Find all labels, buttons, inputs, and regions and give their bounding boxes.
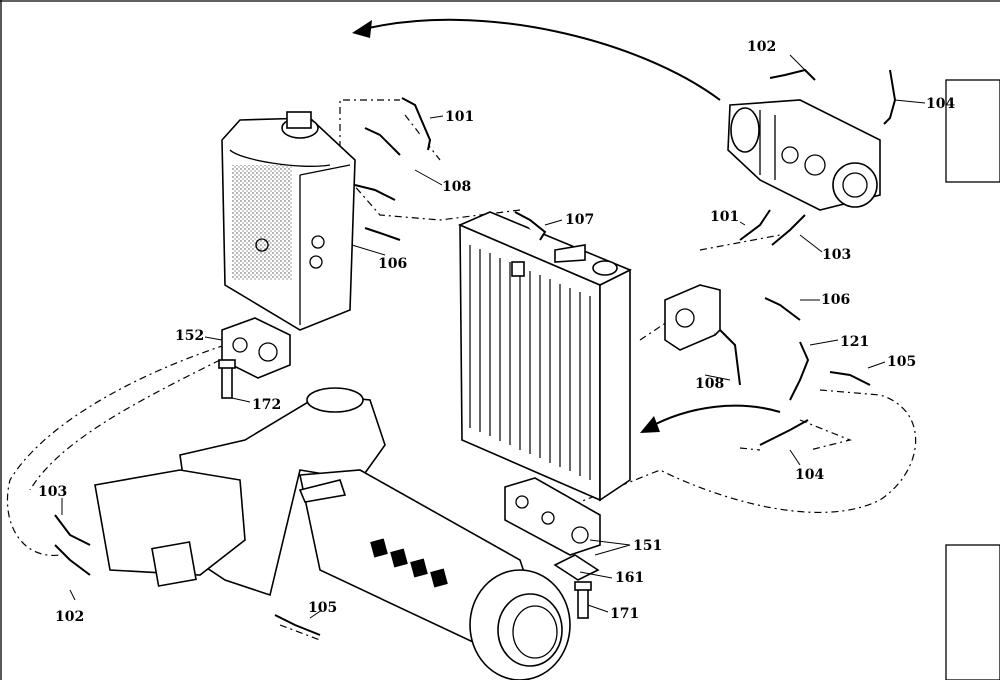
label-104: 104 [795,467,824,483]
leader-lines [61,54,926,619]
flow-arrow-top [352,18,721,101]
flow-arrow-middle [640,404,781,433]
label-101: 101 [710,209,739,225]
oil-cooler [457,211,632,502]
drive-axle [94,387,571,680]
part-labels: 101 108 106 107 102 104 101 103 106 121 … [38,39,955,625]
side-tab-lower [945,544,1000,680]
bolt-171 [574,581,592,619]
label-104: 104 [926,96,955,112]
label-151: 151 [633,538,662,554]
bolt-172 [218,359,236,399]
hose-fittings [54,68,897,636]
label-103: 103 [822,247,851,263]
hydraulic-tank [221,111,356,331]
hydraulic-pump [727,99,881,211]
label-107: 107 [565,212,594,228]
label-106: 106 [821,292,850,308]
label-102: 102 [747,39,776,55]
clamp-151 [504,477,601,556]
label-108: 108 [695,376,724,392]
label-171: 171 [610,606,639,622]
label-105: 105 [308,600,337,616]
label-103: 103 [38,484,67,500]
label-108: 108 [442,179,471,195]
gear-pump [664,284,721,351]
label-101: 101 [445,109,474,125]
side-tab-upper [945,79,1000,183]
label-105: 105 [887,354,916,370]
label-106: 106 [378,256,407,272]
label-121: 121 [840,334,869,350]
label-161: 161 [615,570,644,586]
label-172: 172 [252,397,281,413]
plate-161 [553,554,600,581]
label-102: 102 [55,609,84,625]
label-152: 152 [175,328,204,344]
